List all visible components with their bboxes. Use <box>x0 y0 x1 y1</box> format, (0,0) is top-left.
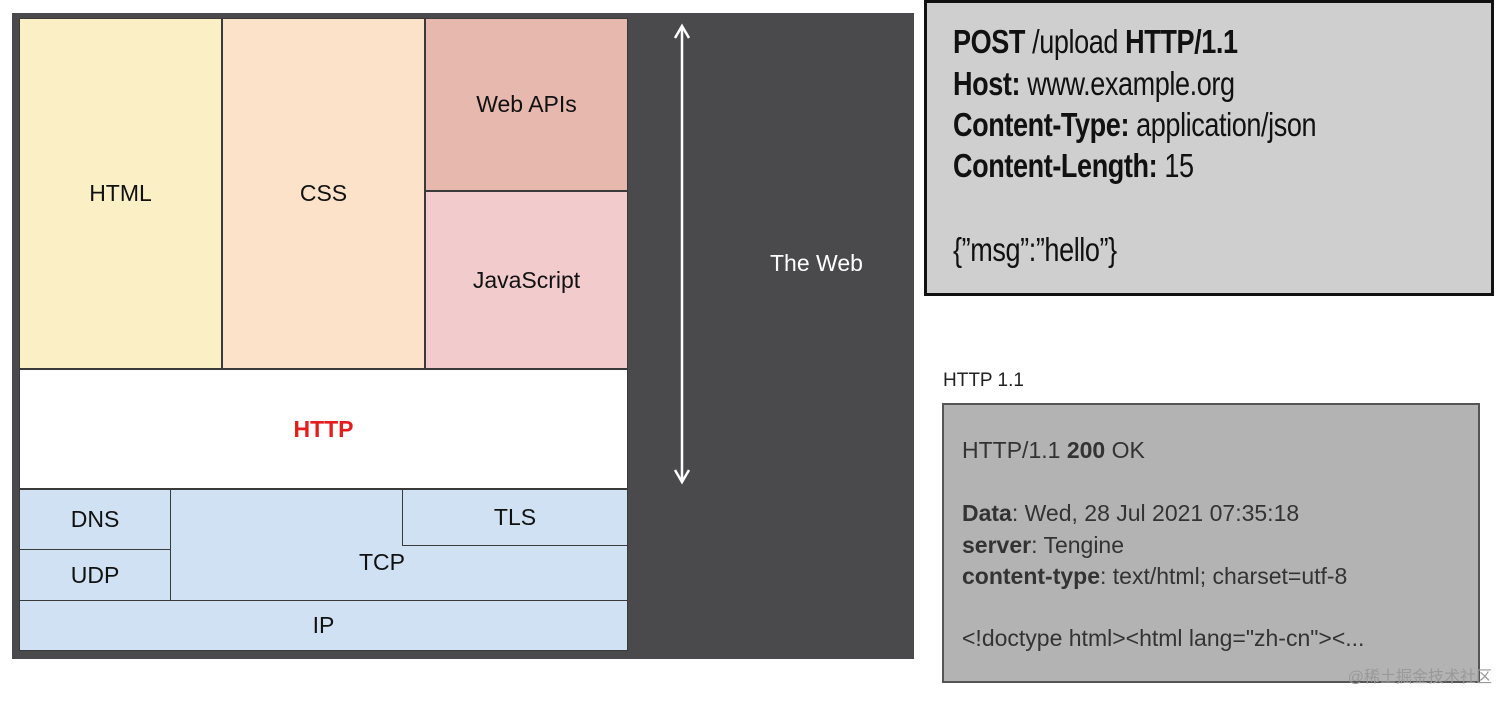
response-body: <!doctype html><html lang="zh-cn"><... <box>962 625 1365 651</box>
server-key: server <box>962 532 1032 558</box>
host-key: Host: <box>953 65 1021 102</box>
request-body: {”msg”:”hello”} <box>953 231 1117 268</box>
date-value: : Wed, 28 Jul 2021 07:35:18 <box>1011 500 1300 526</box>
udp-label: UDP <box>70 561 120 588</box>
content-type-value: application/json <box>1136 106 1317 143</box>
the-web-label: The Web <box>770 250 863 276</box>
javascript-layer: JavaScript <box>425 191 628 369</box>
date-header-line: Data: Wed, 28 Jul 2021 07:35:18 <box>962 500 1299 527</box>
status-text: OK <box>1111 437 1145 463</box>
request-content-length-line: Content-Length: 15 <box>953 147 1194 185</box>
web-apis-layer: Web APIs <box>425 18 628 191</box>
http-request-box: POST /upload HTTP/1.1 Host: www.example.… <box>924 0 1494 296</box>
content-length-key: Content-Length: <box>953 147 1158 184</box>
http-layer: HTTP <box>19 369 628 489</box>
udp-layer: UDP <box>19 549 171 601</box>
http-response-box: HTTP/1.1 200 OK Data: Wed, 28 Jul 2021 0… <box>942 403 1480 683</box>
status-code: 200 <box>1066 437 1106 463</box>
date-key: Data <box>962 500 1012 526</box>
ip-label: IP <box>312 612 335 638</box>
request-path: /upload <box>1032 23 1119 60</box>
css-layer: CSS <box>222 18 425 369</box>
dns-layer: DNS <box>19 489 171 550</box>
double-arrow-icon <box>673 23 691 485</box>
content-type-header-line: content-type: text/html; charset=utf-8 <box>962 563 1347 590</box>
request-line: POST /upload HTTP/1.1 <box>953 23 1238 61</box>
request-host-line: Host: www.example.org <box>953 65 1235 103</box>
javascript-label: JavaScript <box>472 266 581 293</box>
status-protocol: HTTP/1.1 <box>962 437 1061 463</box>
tls-layer: TLS <box>402 489 628 546</box>
content-length-value: 15 <box>1164 147 1194 184</box>
resp-content-type-key: content-type <box>962 563 1100 589</box>
tls-label: TLS <box>493 504 537 530</box>
html-label: HTML <box>89 180 152 206</box>
content-type-key: Content-Type: <box>953 106 1130 143</box>
http-label: HTTP <box>293 415 354 442</box>
request-content-type-line: Content-Type: application/json <box>953 106 1317 144</box>
protocol-stack: HTML CSS Web APIs JavaScript HTTP DNS UD… <box>19 18 628 651</box>
status-line: HTTP/1.1 200 OK <box>962 437 1145 464</box>
server-value: : Tengine <box>1031 532 1125 558</box>
web-apis-label: Web APIs <box>476 91 577 117</box>
request-version: HTTP/1.1 <box>1125 23 1238 60</box>
dns-label: DNS <box>70 506 120 532</box>
host-value: www.example.org <box>1027 65 1235 102</box>
tcp-label: TCP <box>359 549 405 575</box>
response-title: HTTP 1.1 <box>943 370 1024 391</box>
resp-content-type-value: : text/html; charset=utf-8 <box>1100 563 1348 589</box>
server-header-line: server: Tengine <box>962 532 1124 559</box>
credit-watermark: @稀土掘金技术社区 <box>1347 669 1492 686</box>
request-method: POST <box>953 23 1026 60</box>
ip-layer: IP <box>19 600 628 651</box>
html-layer: HTML <box>19 18 222 369</box>
css-label: CSS <box>299 180 348 206</box>
